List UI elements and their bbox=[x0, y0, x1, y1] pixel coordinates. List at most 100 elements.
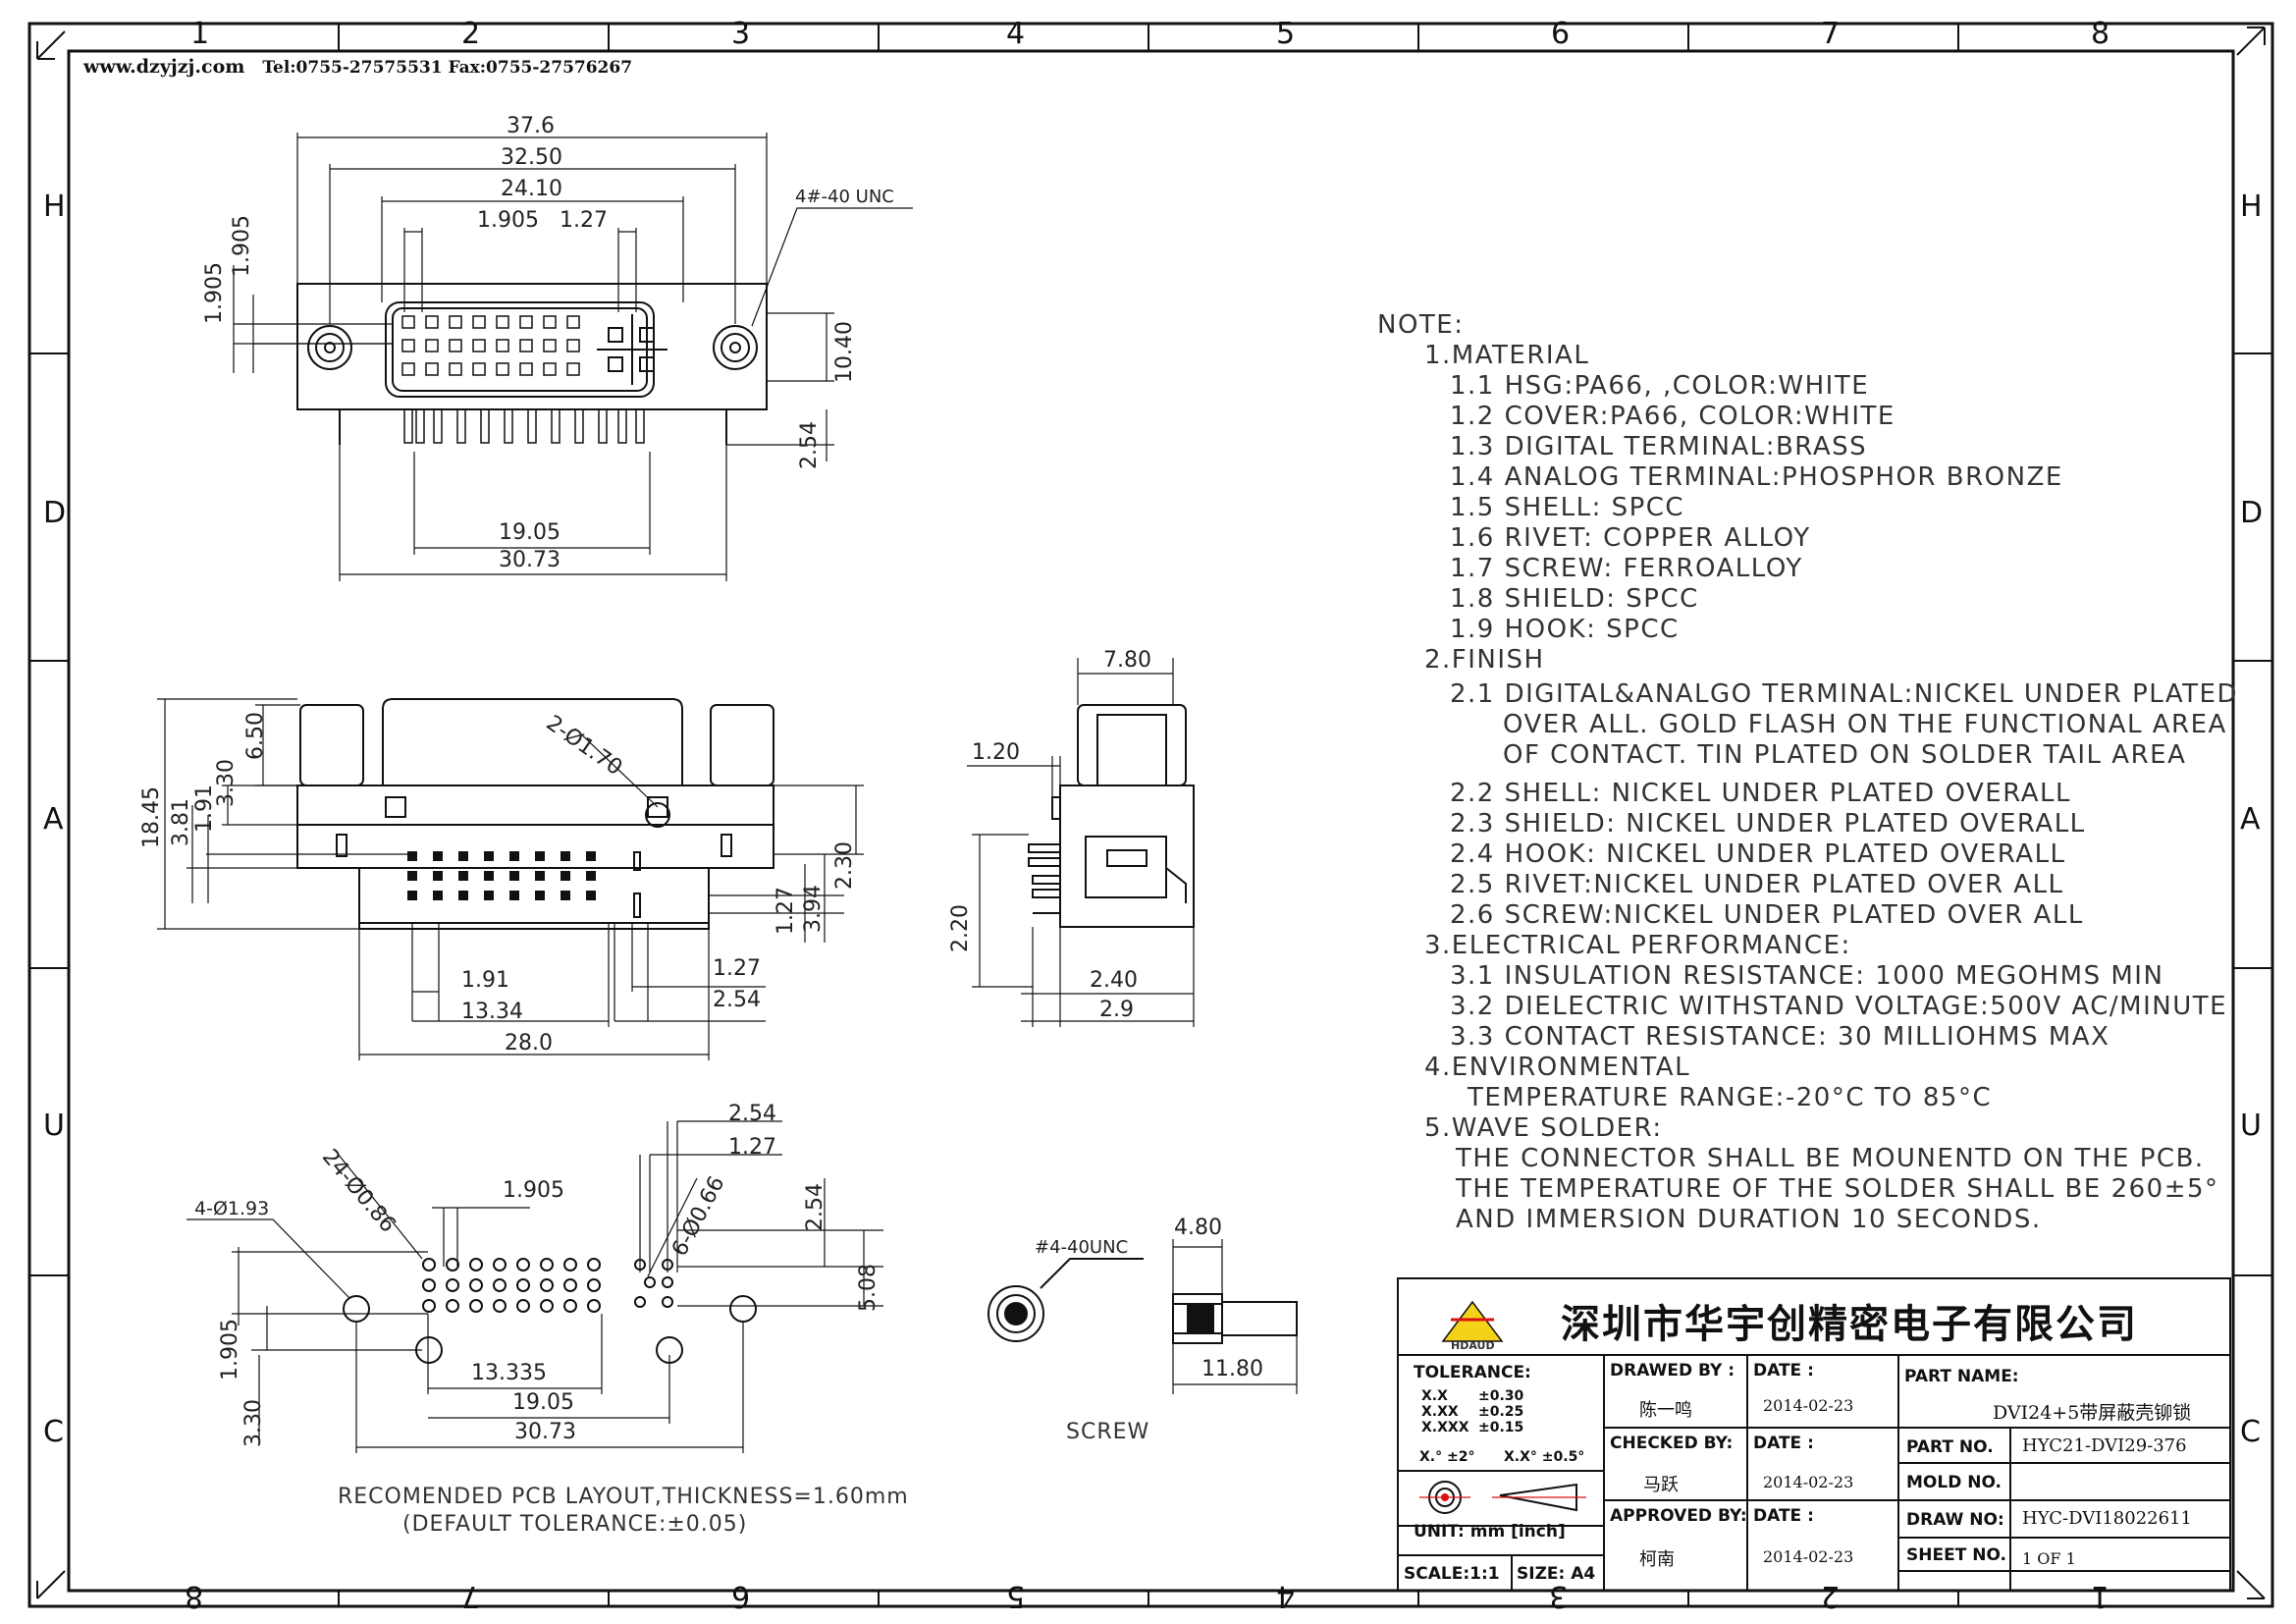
dim-18-45: 18.45 bbox=[139, 786, 164, 848]
solder-lead bbox=[504, 408, 513, 444]
dim-5-08: 5.08 bbox=[856, 1264, 881, 1312]
pcb-hole bbox=[493, 1299, 507, 1313]
contact-cell bbox=[401, 315, 415, 329]
note-line: THE CONNECTOR SHALL BE MOUNENTD ON THE P… bbox=[1456, 1144, 2205, 1173]
approved-by: 柯南 bbox=[1639, 1549, 1675, 1570]
dim-6-50: 6.50 bbox=[243, 712, 268, 760]
note-line: 1.8 SHIELD: SPCC bbox=[1450, 584, 1699, 614]
tol-angle-1: X.° ±2° bbox=[1419, 1449, 1475, 1465]
pcb-hole bbox=[493, 1278, 507, 1292]
dim-pcb-1-27: 1.27 bbox=[728, 1135, 776, 1160]
contact-cell bbox=[519, 339, 533, 352]
pin-square bbox=[509, 851, 519, 861]
logo-icon bbox=[1441, 1300, 1504, 1342]
zone-bottom-5: 5 bbox=[1006, 1579, 1026, 1613]
header-contact: www.dzyjzj.com Tel:0755-27575531 Fax:075… bbox=[83, 56, 632, 78]
contact-cell bbox=[566, 339, 580, 352]
pcb-hole bbox=[493, 1258, 507, 1272]
dim-13-335: 13.335 bbox=[471, 1361, 547, 1385]
approved-by-label: APPROVED BY: bbox=[1610, 1506, 1747, 1526]
note-line: 3.2 DIELECTRIC WITHSTAND VOLTAGE:500V AC… bbox=[1450, 992, 2228, 1021]
title-block bbox=[1397, 1277, 2231, 1592]
pin-square bbox=[458, 891, 468, 900]
part-name-label: PART NAME: bbox=[1904, 1367, 2019, 1386]
pcb-layout bbox=[187, 1120, 883, 1453]
contact-cell bbox=[472, 339, 486, 352]
zone-top-7: 7 bbox=[1821, 17, 1841, 51]
pcb-hole bbox=[540, 1258, 554, 1272]
dim-pcb-3-30: 3.30 bbox=[241, 1399, 266, 1447]
pin-square bbox=[433, 851, 443, 861]
contact-cell bbox=[425, 315, 439, 329]
zone-top-6: 6 bbox=[1551, 17, 1571, 51]
dim-37-6: 37.6 bbox=[507, 114, 555, 138]
zone-top-8: 8 bbox=[2091, 17, 2110, 51]
pcb-hole bbox=[469, 1258, 483, 1272]
unit-label: UNIT: mm [inch] bbox=[1414, 1522, 1566, 1542]
zone-left-h: H bbox=[43, 189, 66, 224]
pin-square bbox=[458, 851, 468, 861]
contact-cell bbox=[401, 362, 415, 376]
logo-text: HDAUD bbox=[1451, 1339, 1495, 1352]
pcb-hole bbox=[563, 1278, 577, 1292]
pcb-hole bbox=[469, 1299, 483, 1313]
corner-arrows bbox=[36, 27, 2266, 1599]
solder-lead bbox=[415, 408, 425, 444]
contact-cell bbox=[425, 362, 439, 376]
zone-right-u: U bbox=[2240, 1109, 2262, 1143]
contact-cell bbox=[543, 339, 557, 352]
pcb-hole bbox=[446, 1278, 459, 1292]
zone-bottom-2: 2 bbox=[1821, 1579, 1841, 1613]
scale-label: SCALE:1:1 bbox=[1404, 1564, 1500, 1584]
dim-pcb-1-905: 1.905 bbox=[503, 1178, 564, 1203]
website-link[interactable]: www.dzyjzj.com bbox=[83, 56, 245, 78]
zone-left-u: U bbox=[43, 1109, 65, 1143]
outer-border bbox=[27, 22, 2274, 1608]
dim-19-05: 19.05 bbox=[499, 520, 561, 545]
date-2: 2014-02-23 bbox=[1763, 1473, 1854, 1491]
zone-right-h: H bbox=[2240, 189, 2263, 224]
note-line: 2.1 DIGITAL&ANALGO TERMINAL:NICKEL UNDER… bbox=[1450, 679, 2238, 709]
pin-square bbox=[586, 871, 596, 881]
pin-square bbox=[586, 891, 596, 900]
zone-bottom-3: 3 bbox=[1549, 1579, 1569, 1613]
pin-square bbox=[433, 891, 443, 900]
contact-cell bbox=[496, 339, 509, 352]
note-line: 3.ELECTRICAL PERFORMANCE: bbox=[1424, 931, 1851, 960]
dim-pcb-2-54-v: 2.54 bbox=[803, 1183, 828, 1231]
zone-top-5: 5 bbox=[1276, 17, 1296, 51]
dim-1-91-v: 1.91 bbox=[192, 785, 217, 833]
dim-4-1-93: 4-Ø1.93 bbox=[194, 1198, 270, 1219]
zone-top-2: 2 bbox=[461, 17, 481, 51]
pcb-hole bbox=[516, 1258, 530, 1272]
sheet-no: 1 OF 1 bbox=[2022, 1549, 2076, 1568]
dim-thread: 4#-40 UNC bbox=[795, 187, 894, 207]
pcb-hole bbox=[516, 1299, 530, 1313]
note-line: 1.4 ANALOG TERMINAL:PHOSPHOR BRONZE bbox=[1450, 462, 2063, 492]
tol-xxx: X.XXX bbox=[1421, 1420, 1469, 1435]
pcb-hole bbox=[540, 1299, 554, 1313]
note-line: 4.ENVIRONMENTAL bbox=[1424, 1053, 1691, 1082]
pin-square bbox=[509, 891, 519, 900]
side-view bbox=[967, 658, 1195, 1027]
zone-right-c: C bbox=[2240, 1415, 2261, 1449]
solder-lead bbox=[456, 408, 466, 444]
contact-cell bbox=[425, 339, 439, 352]
zone-left-a: A bbox=[43, 802, 64, 837]
dim-2-54-h: 2.54 bbox=[713, 988, 761, 1012]
note-line: 3.3 CONTACT RESISTANCE: 30 MILLIOHMS MAX bbox=[1450, 1022, 2110, 1052]
dim-24-10: 24.10 bbox=[501, 177, 562, 201]
zone-bottom-7: 7 bbox=[461, 1579, 481, 1613]
note-line: 2.FINISH bbox=[1424, 645, 1545, 675]
pcb-caption-1: RECOMENDED PCB LAYOUT,THICKNESS=1.60mm bbox=[338, 1485, 909, 1509]
dim-1-905-h: 1.905 bbox=[477, 208, 539, 233]
pin-square bbox=[484, 891, 494, 900]
dim-pcb-19-05: 19.05 bbox=[512, 1390, 574, 1415]
checked-by: 马跃 bbox=[1643, 1475, 1679, 1495]
contact-cell bbox=[519, 362, 533, 376]
dim-30-73: 30.73 bbox=[499, 548, 561, 572]
pcb-hole bbox=[422, 1278, 436, 1292]
contact-cell bbox=[496, 315, 509, 329]
pcb-hole bbox=[587, 1278, 601, 1292]
dim-3-30: 3.30 bbox=[214, 759, 239, 807]
